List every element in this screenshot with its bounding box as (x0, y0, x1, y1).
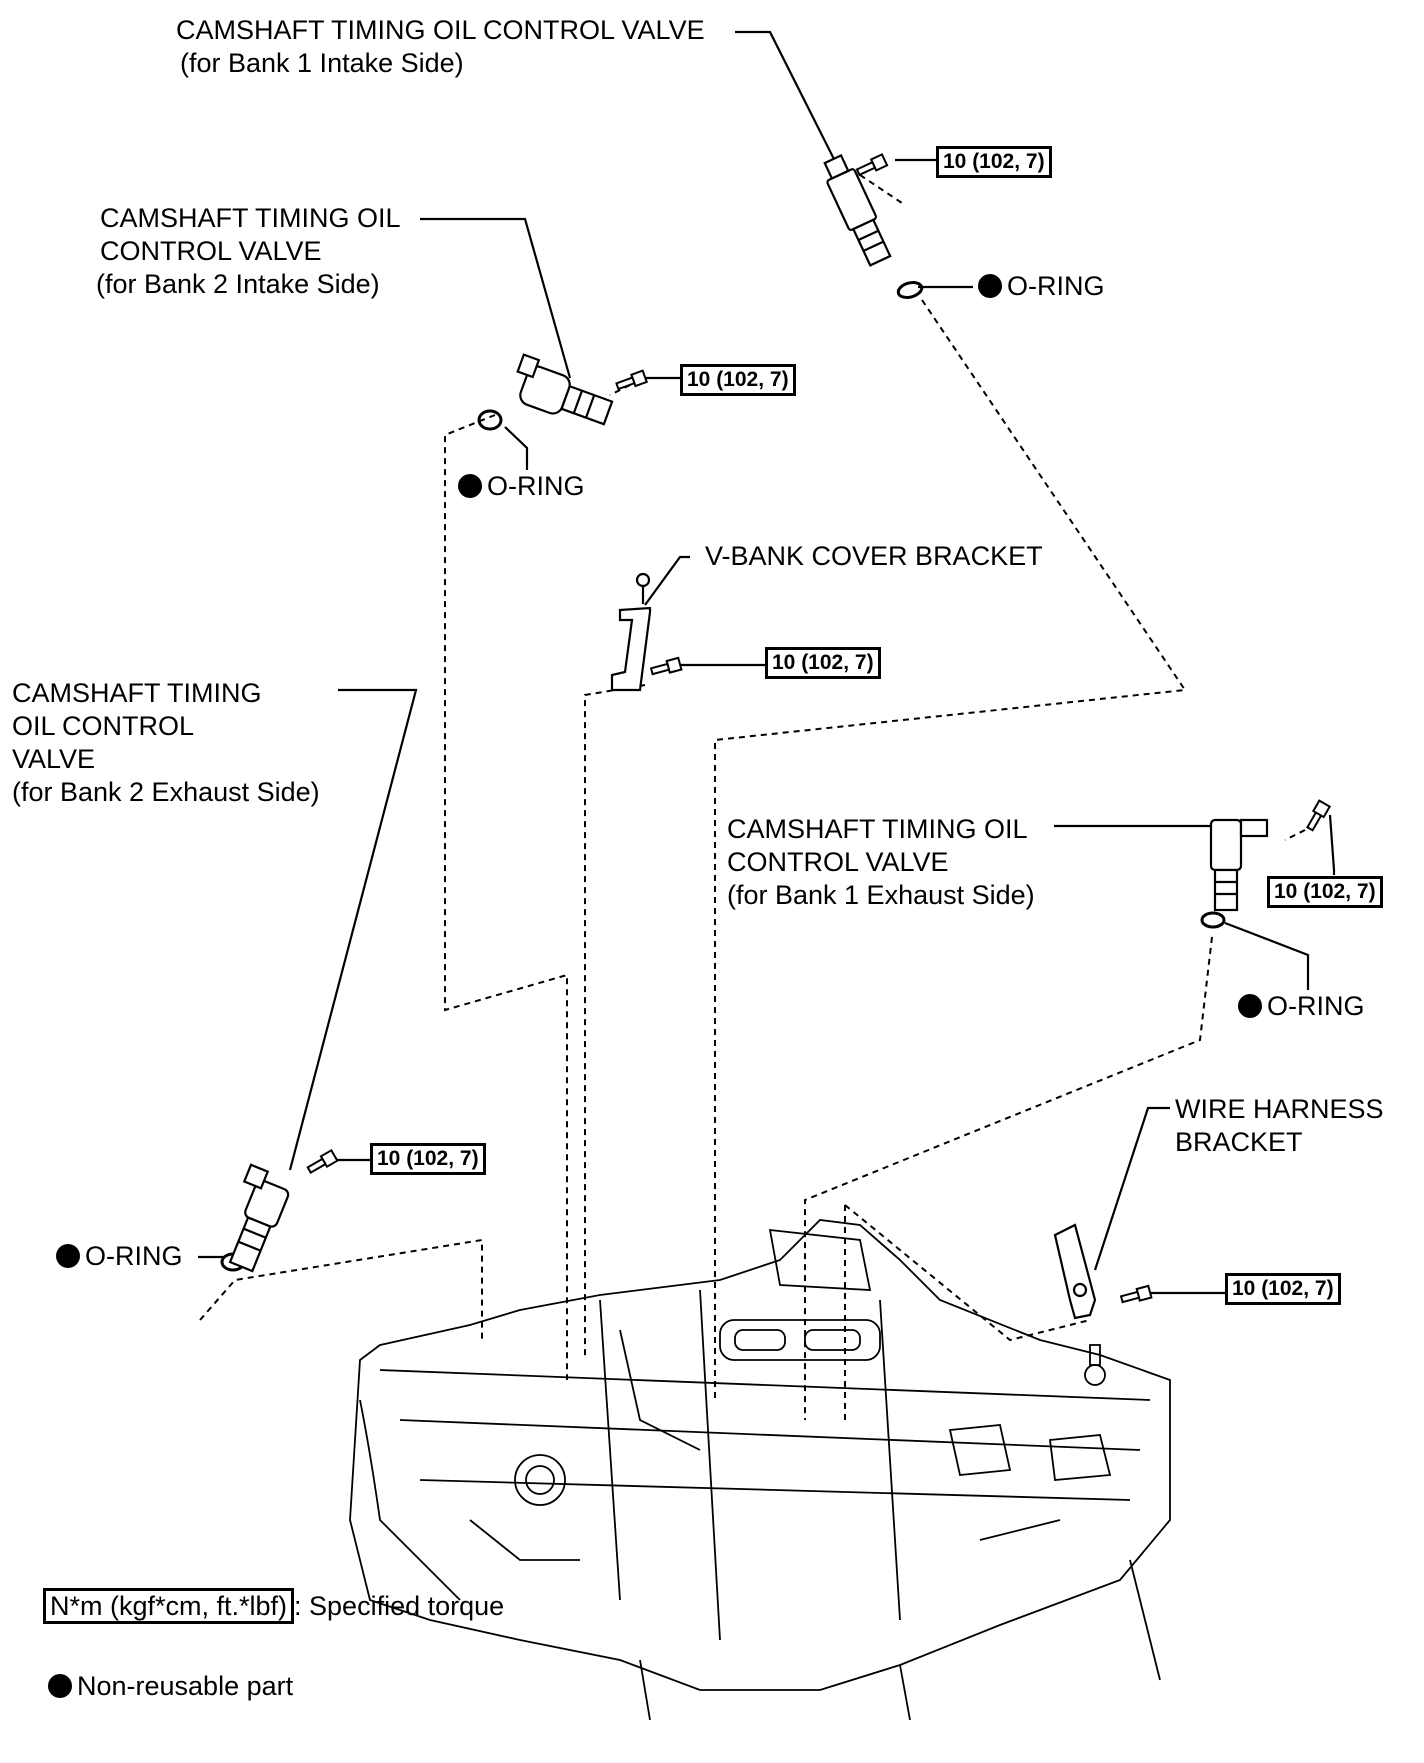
leader-b1-intake (735, 30, 843, 176)
o-ring-text: O-RING (487, 471, 585, 501)
o-ring-text: O-RING (85, 1241, 183, 1271)
legend-torque-key: N*m (kgf*cm, ft.*lbf) (43, 1588, 295, 1624)
leader-b2-intake (420, 217, 572, 379)
label-line: CAMSHAFT TIMING OIL (100, 203, 401, 233)
label-line: OIL CONTROL (12, 711, 195, 741)
legend-torque-desc: : Specified torque (294, 1591, 505, 1621)
filled-dot-icon (458, 474, 482, 498)
bolt-icon (306, 153, 1332, 1304)
label-line: CONTROL VALVE (100, 236, 322, 266)
torque-box-wire-harness: 10 (102, 7) (1225, 1273, 1341, 1305)
filled-dot-icon (1238, 994, 1262, 1018)
o-ring-label-bank2-intake: O-RING (458, 470, 585, 503)
label-valve-bank2-intake: CAMSHAFT TIMING OIL CONTROL VALVE (for B… (96, 202, 401, 301)
torque-box-bank1-exhaust: 10 (102, 7) (1267, 876, 1383, 908)
bracket-icon (610, 572, 1097, 1320)
torque-box-vbank: 10 (102, 7) (765, 647, 881, 679)
label-line: (for Bank 2 Intake Side) (96, 269, 380, 299)
legend-non-reusable: Non-reusable part (48, 1670, 293, 1703)
o-ring-text: O-RING (1267, 991, 1365, 1021)
label-line: BRACKET (1175, 1127, 1303, 1157)
label-line: (for Bank 2 Exhaust Side) (12, 777, 320, 807)
leader-b2-exhaust (288, 688, 418, 1171)
o-ring-label-bank2-exhaust: O-RING (56, 1240, 183, 1273)
legend-torque: N*m (kgf*cm, ft.*lbf): Specified torque (43, 1588, 505, 1624)
o-ring-text: O-RING (1007, 271, 1105, 301)
label-line: (for Bank 1 Intake Side) (180, 48, 464, 78)
o-ring-label-bank1-exhaust: O-RING (1238, 990, 1365, 1023)
label-line: CAMSHAFT TIMING OIL (727, 814, 1028, 844)
engine-icon (349, 1219, 1171, 1721)
label-line: WIRE HARNESS (1175, 1094, 1384, 1124)
leader-vbank (644, 555, 690, 606)
filled-dot-icon (978, 274, 1002, 298)
legend-non-reusable-text: Non-reusable part (77, 1671, 294, 1701)
label-line: CONTROL VALVE (727, 847, 949, 877)
label-valve-bank1-intake: CAMSHAFT TIMING OIL CONTROL VALVE (for B… (176, 14, 705, 80)
label-line: VALVE (12, 744, 96, 774)
o-ring-icon (220, 281, 1226, 1272)
label-line: CAMSHAFT TIMING (12, 678, 262, 708)
filled-dot-icon (56, 1244, 80, 1268)
torque-box-bank2-exhaust: 10 (102, 7) (370, 1143, 486, 1175)
label-wire-harness-bracket: WIRE HARNESS BRACKET (1175, 1093, 1384, 1159)
o-ring-label-bank1-intake: O-RING (978, 270, 1105, 303)
label-line: CAMSHAFT TIMING OIL CONTROL VALVE (176, 15, 705, 45)
torque-box-bank1-intake: 10 (102, 7) (936, 146, 1052, 178)
torque-box-bank2-intake: 10 (102, 7) (680, 364, 796, 396)
filled-dot-icon (48, 1674, 72, 1698)
valve-icon (228, 153, 1269, 1273)
label-line: (for Bank 1 Exhaust Side) (727, 880, 1035, 910)
label-valve-bank1-exhaust: CAMSHAFT TIMING OIL CONTROL VALVE (for B… (727, 813, 1035, 912)
label-valve-bank2-exhaust: CAMSHAFT TIMING OIL CONTROL VALVE (for B… (12, 677, 320, 809)
label-vbank-bracket: V-BANK COVER BRACKET (705, 541, 1043, 571)
leader-wire-harness (1093, 1106, 1170, 1271)
